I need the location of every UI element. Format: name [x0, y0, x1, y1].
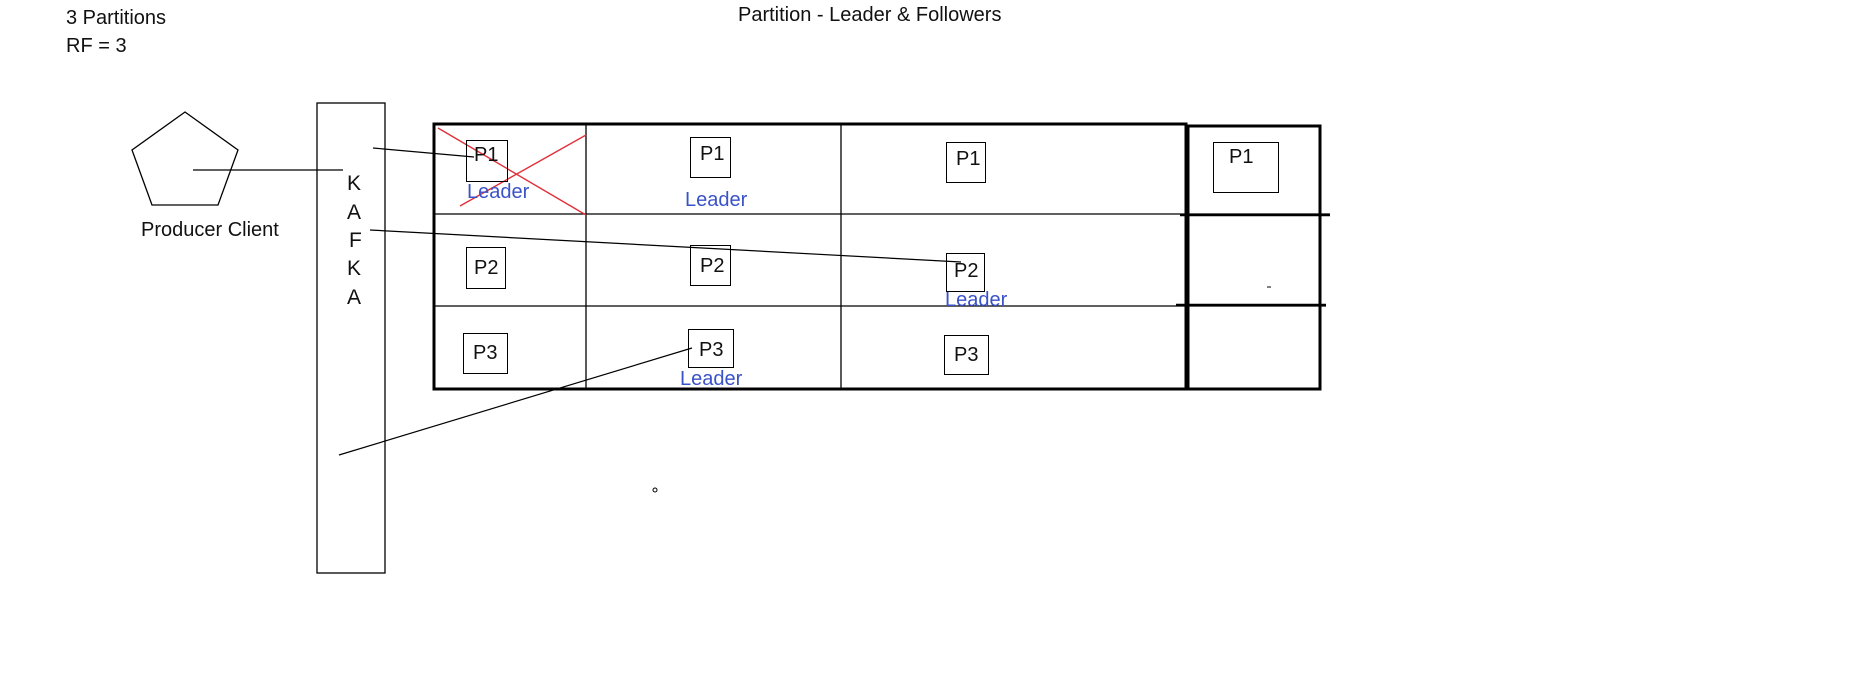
broker2-p3-leader-label: Leader	[680, 368, 743, 390]
stray-dot	[652, 487, 658, 493]
broker2-p3-label: P3	[699, 339, 724, 361]
broker1-p3-label: P3	[473, 342, 498, 364]
broker3-p2-label: P2	[954, 260, 979, 282]
kafka-letter-a2: A	[347, 286, 362, 309]
failure-cross-line-1	[437, 127, 587, 216]
page-title: Partition - Leader & Followers	[738, 4, 1002, 26]
broker2-p1-label: P1	[700, 143, 725, 165]
new-broker-p1-box	[1213, 142, 1279, 193]
broker3-p2-box	[946, 253, 985, 292]
kafka-letter-k1: K	[347, 172, 362, 195]
broker3-p3-label: P3	[954, 344, 979, 366]
kafka-to-p2-line	[369, 229, 962, 263]
new-broker-box	[1186, 124, 1322, 391]
failure-cross-line-2	[459, 134, 587, 207]
broker2-p1-leader-label: Leader	[685, 189, 748, 211]
kafka-letter-a1: A	[347, 201, 362, 224]
broker1-p3-box	[463, 333, 508, 374]
broker2-p2-box	[690, 245, 731, 286]
producer-client-label: Producer Client	[141, 219, 279, 241]
broker3-p2-leader-label: Leader	[945, 289, 1008, 311]
broker1-p1-label: P1	[474, 144, 499, 166]
kafka-letter-f: F	[349, 229, 362, 252]
new-broker-p1-label: P1	[1229, 146, 1254, 168]
kafka-letter-k2: K	[347, 257, 362, 280]
broker-grid-outline	[432, 122, 1188, 391]
broker2-p1-box	[690, 137, 731, 178]
broker3-p1-box	[946, 142, 986, 183]
broker1-p1-leader-label: Leader	[467, 181, 530, 203]
broker3-p1-label: P1	[956, 148, 981, 170]
broker1-p2-label: P2	[474, 257, 499, 279]
broker2-p3-box	[688, 329, 734, 368]
rf-note: RF = 3	[66, 35, 127, 57]
kafka-column	[316, 102, 386, 574]
broker2-p2-label: P2	[700, 255, 725, 277]
kafka-to-p1-line	[372, 147, 475, 158]
broker1-p1-box	[466, 140, 508, 182]
broker3-p3-box	[944, 335, 989, 375]
broker1-p2-box	[466, 247, 506, 289]
producer-pentagon	[131, 111, 239, 206]
partitions-note: 3 Partitions	[66, 7, 167, 29]
kafka-to-p3-line	[338, 347, 693, 456]
